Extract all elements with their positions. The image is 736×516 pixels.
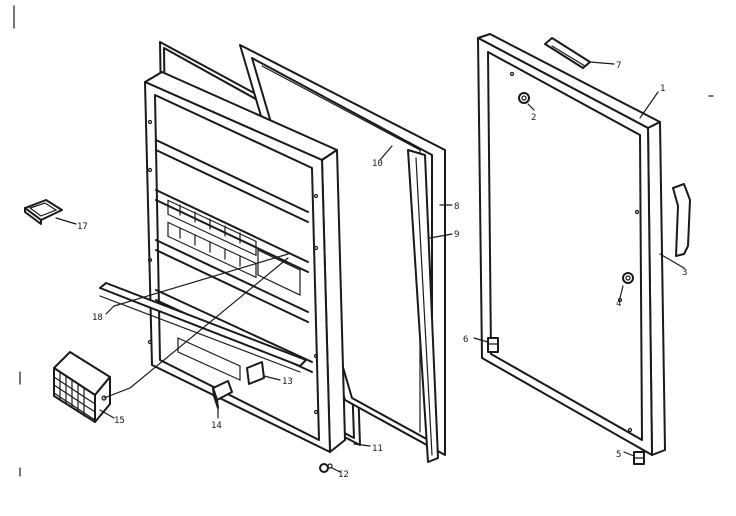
label-part-8: 8 (454, 202, 459, 212)
label-part-17: 17 (77, 222, 88, 232)
label-part-11: 11 (372, 444, 383, 454)
label-part-15: 15 (114, 416, 125, 426)
screw-12 (319, 463, 333, 473)
door-handle (672, 183, 691, 257)
label-part-2: 2 (531, 113, 536, 123)
hinge-pin-6 (487, 337, 499, 353)
leader-lines (55, 61, 685, 473)
rail-bracket (246, 361, 265, 385)
hinge-pin-5 (633, 451, 645, 465)
label-part-12: 12 (338, 470, 349, 480)
plug-2 (518, 92, 530, 104)
door-badge (24, 199, 63, 225)
outer-door-frame (477, 33, 666, 456)
label-part-4: 4 (616, 299, 621, 309)
label-part-6: 6 (463, 335, 468, 345)
shelf-rail (99, 282, 307, 373)
label-part-9: 9 (454, 230, 459, 240)
breaker-strip (407, 149, 439, 463)
label-part-5: 5 (616, 450, 621, 460)
label-part-13: 13 (282, 377, 293, 387)
part-labels: 1 2 3 4 5 6 7 8 9 10 11 12 13 14 15 17 1… (77, 61, 687, 480)
label-part-3: 3 (682, 268, 687, 278)
latch-block (212, 380, 233, 409)
label-part-14: 14 (211, 421, 222, 431)
label-part-10: 10 (372, 159, 383, 169)
label-part-1: 1 (660, 84, 665, 94)
grille-cover (53, 351, 111, 423)
label-part-18: 18 (92, 313, 103, 323)
label-part-7: 7 (616, 61, 621, 71)
top-hinge (544, 37, 591, 69)
